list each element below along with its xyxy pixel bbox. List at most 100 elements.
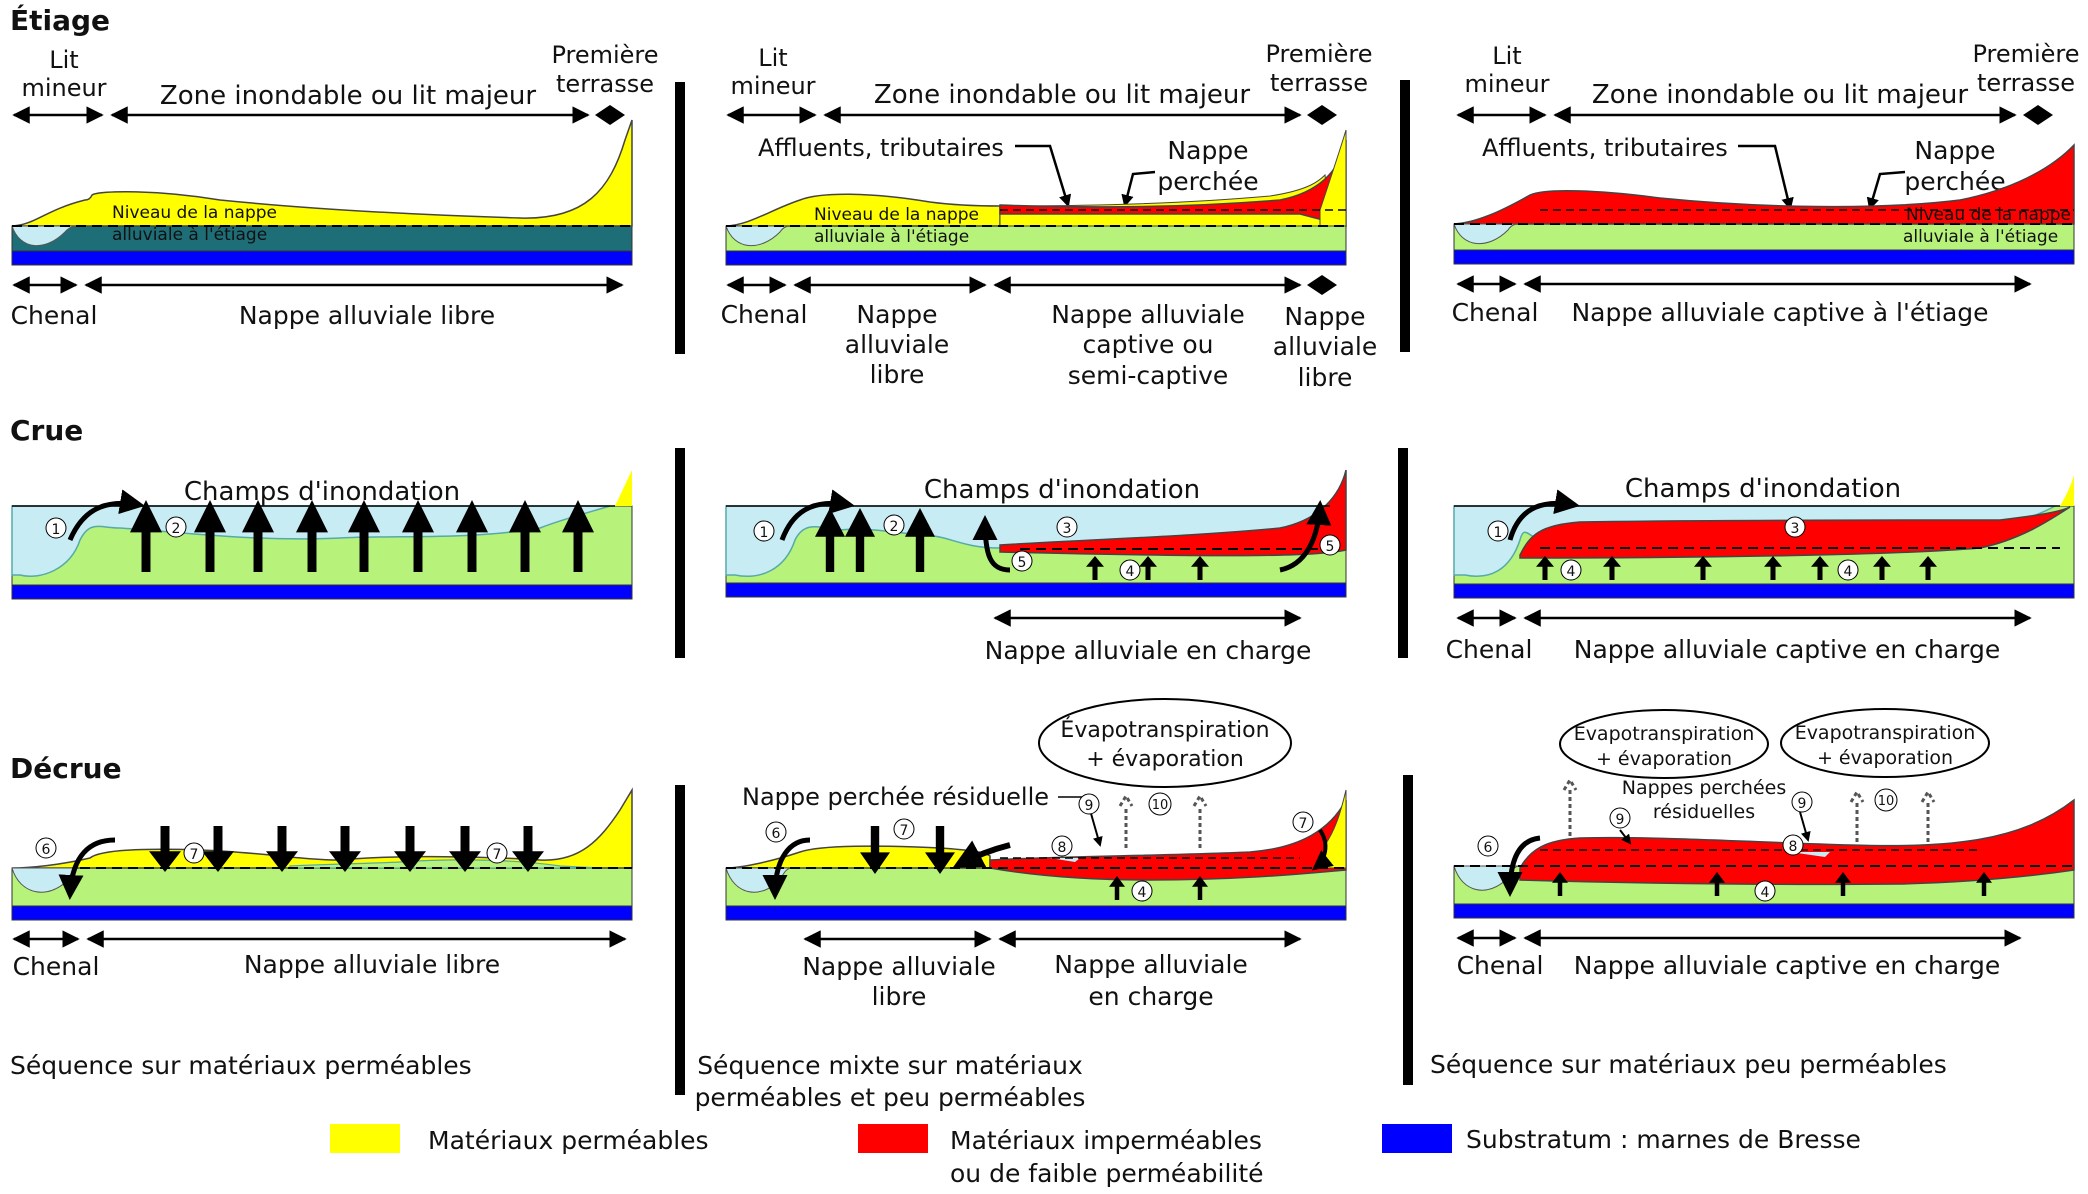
substratum-layer xyxy=(725,250,1347,266)
upward-flow-arrow xyxy=(1709,872,1725,896)
label-nappe-libre: libre xyxy=(1298,363,1353,392)
marker-label: 3 xyxy=(1791,521,1800,537)
label-chenal: Chenal xyxy=(11,301,98,330)
label-nappe-captive: semi-captive xyxy=(1068,361,1229,390)
label-chenal: Chenal xyxy=(13,952,100,981)
label-nappe-libre: alluviale xyxy=(845,330,949,359)
upward-flow-arrow xyxy=(1109,876,1125,900)
flow-arrow xyxy=(67,489,145,542)
marker-label: 6 xyxy=(42,842,51,858)
evaporation-arrow xyxy=(1920,789,1936,842)
marker-label: 4 xyxy=(1567,564,1576,580)
marker-8 xyxy=(1782,834,1804,856)
marker-7 xyxy=(486,842,508,864)
substratum-layer xyxy=(1453,903,2075,919)
legend-label-impermeable: ou de faible perméabilité xyxy=(950,1159,1264,1188)
evaporation-arrow xyxy=(1192,793,1208,848)
impermeable-layer xyxy=(1519,798,2075,886)
marker-4 xyxy=(1131,880,1153,902)
marker-label: 2 xyxy=(172,521,181,537)
marker-label: 9 xyxy=(1085,798,1094,814)
marker-3 xyxy=(1056,516,1078,538)
sequence-caption: perméables et peu perméables xyxy=(695,1083,1086,1112)
legend-label-permeable: Matériaux perméables xyxy=(428,1126,709,1155)
panel-decrue-mixed: Évapotranspiration + évaporation Nappe p… xyxy=(695,698,1347,1112)
panel-etiage-impermeable: Lit mineur Zone inondable ou lit majeur … xyxy=(1452,40,2080,327)
evapo-bubble xyxy=(1780,708,1990,778)
panel-etiage-permeable: Lit mineur Zone inondable ou lit majeur … xyxy=(11,41,659,330)
upward-flow-arrow xyxy=(1139,556,1157,580)
label-evapotranspiration: Évapotranspiration xyxy=(1060,717,1269,743)
row-title-etiage: Étiage xyxy=(10,3,110,37)
marker-5 xyxy=(1011,550,1033,572)
pointer-arrow xyxy=(1738,144,1794,211)
panel-etiage-mixed: Lit mineur Zone inondable ou lit majeur … xyxy=(721,40,1378,392)
legend: Matériaux perméables Matériaux imperméab… xyxy=(330,1124,1861,1188)
extent-marker xyxy=(595,105,625,125)
downward-flow-arrows xyxy=(860,826,1208,900)
label-nappe-captive: captive ou xyxy=(1083,330,1214,359)
pointer-arrow xyxy=(1089,809,1103,847)
panel-decrue-impermeable: Évapotranspiration + évaporation Évapotr… xyxy=(1430,708,2075,1079)
upward-flow-arrow xyxy=(348,500,380,572)
label-evapotranspiration: + évaporation xyxy=(1086,747,1244,772)
alluvial-aquifer xyxy=(725,225,1347,252)
row-title-crue: Crue xyxy=(10,414,83,447)
upward-flow-arrow xyxy=(1192,876,1208,900)
upward-flow-arrow xyxy=(1552,872,1568,896)
marker-4 xyxy=(1119,559,1141,581)
marker-label: 1 xyxy=(52,522,61,538)
label-premiere-terrasse: terrasse xyxy=(1270,69,1368,97)
label-nappe-perchee: perchée xyxy=(1904,167,2005,196)
sequence-caption: Séquence sur matériaux perméables xyxy=(10,1051,472,1080)
marker-3 xyxy=(1784,516,1806,538)
label-nappe-libre: libre xyxy=(872,982,927,1011)
upward-flow-arrow xyxy=(1873,556,1891,580)
panel-crue-permeable: Champs d'inondation 1 2 xyxy=(11,470,633,600)
flow-arrow xyxy=(1279,500,1332,573)
marker-9 xyxy=(1078,793,1100,815)
downward-flow-arrow xyxy=(925,826,955,874)
upward-flow-arrow xyxy=(815,508,845,572)
label-evapotranspiration: Évapotranspiration xyxy=(1574,722,1755,745)
saturated-alluvium xyxy=(11,225,633,252)
label-nappe-perchee: Nappe xyxy=(1167,136,1248,165)
separator xyxy=(1398,448,1408,658)
marker-label: 4 xyxy=(1761,885,1770,901)
pointer-arrow xyxy=(1799,811,1811,842)
evapo-bubble xyxy=(1038,698,1292,788)
label-evapotranspiration: + évaporation xyxy=(1596,748,1732,770)
marker-6 xyxy=(1477,835,1499,857)
label-niveau: alluviale à l'étiage xyxy=(1903,227,2058,247)
label-champs-inondation: Champs d'inondation xyxy=(924,475,1200,505)
substratum-layer xyxy=(725,905,1347,921)
marker-label: 4 xyxy=(1844,564,1853,580)
flow-arrow xyxy=(1497,835,1541,897)
label-nappe-libre: Nappe xyxy=(1284,302,1365,331)
substratum-layer xyxy=(11,250,633,266)
upward-flow-arrow xyxy=(1919,556,1937,580)
label-nappe-libre: Nappe alluviale libre xyxy=(244,950,500,979)
label-lit-mineur: mineur xyxy=(21,74,106,102)
label-zone-inondable: Zone inondable ou lit majeur xyxy=(1592,80,1968,110)
marker-label: 10 xyxy=(1152,798,1169,813)
downward-flow-arrow xyxy=(449,826,481,872)
label-premiere-terrasse: terrasse xyxy=(1977,69,2075,97)
marker-label: 8 xyxy=(1789,839,1798,855)
alluvial-aquifer xyxy=(11,867,633,907)
label-nappe-libre: Nappe alluviale libre xyxy=(239,301,495,330)
impermeable-layer xyxy=(1453,143,2075,225)
upward-flow-arrow xyxy=(845,508,875,572)
upward-flow-arrow xyxy=(509,500,541,572)
evaporation-arrows xyxy=(1118,793,1208,848)
label-nappe-perchee: Nappe xyxy=(1914,136,1995,165)
substratum-layer xyxy=(11,905,633,921)
downward-flow-arrow xyxy=(149,826,181,872)
marker-1 xyxy=(753,520,775,542)
label-nappes-perchees: résiduelles xyxy=(1653,801,1755,823)
label-evapotranspiration: Évapotranspiration xyxy=(1795,721,1976,744)
label-affluents: Affluents, tributaires xyxy=(758,134,1004,162)
residual-pool xyxy=(1790,852,1830,857)
panel-crue-impermeable: Champs d'inondation 1 3 4 4 Chenal Nappe… xyxy=(1446,474,2075,664)
